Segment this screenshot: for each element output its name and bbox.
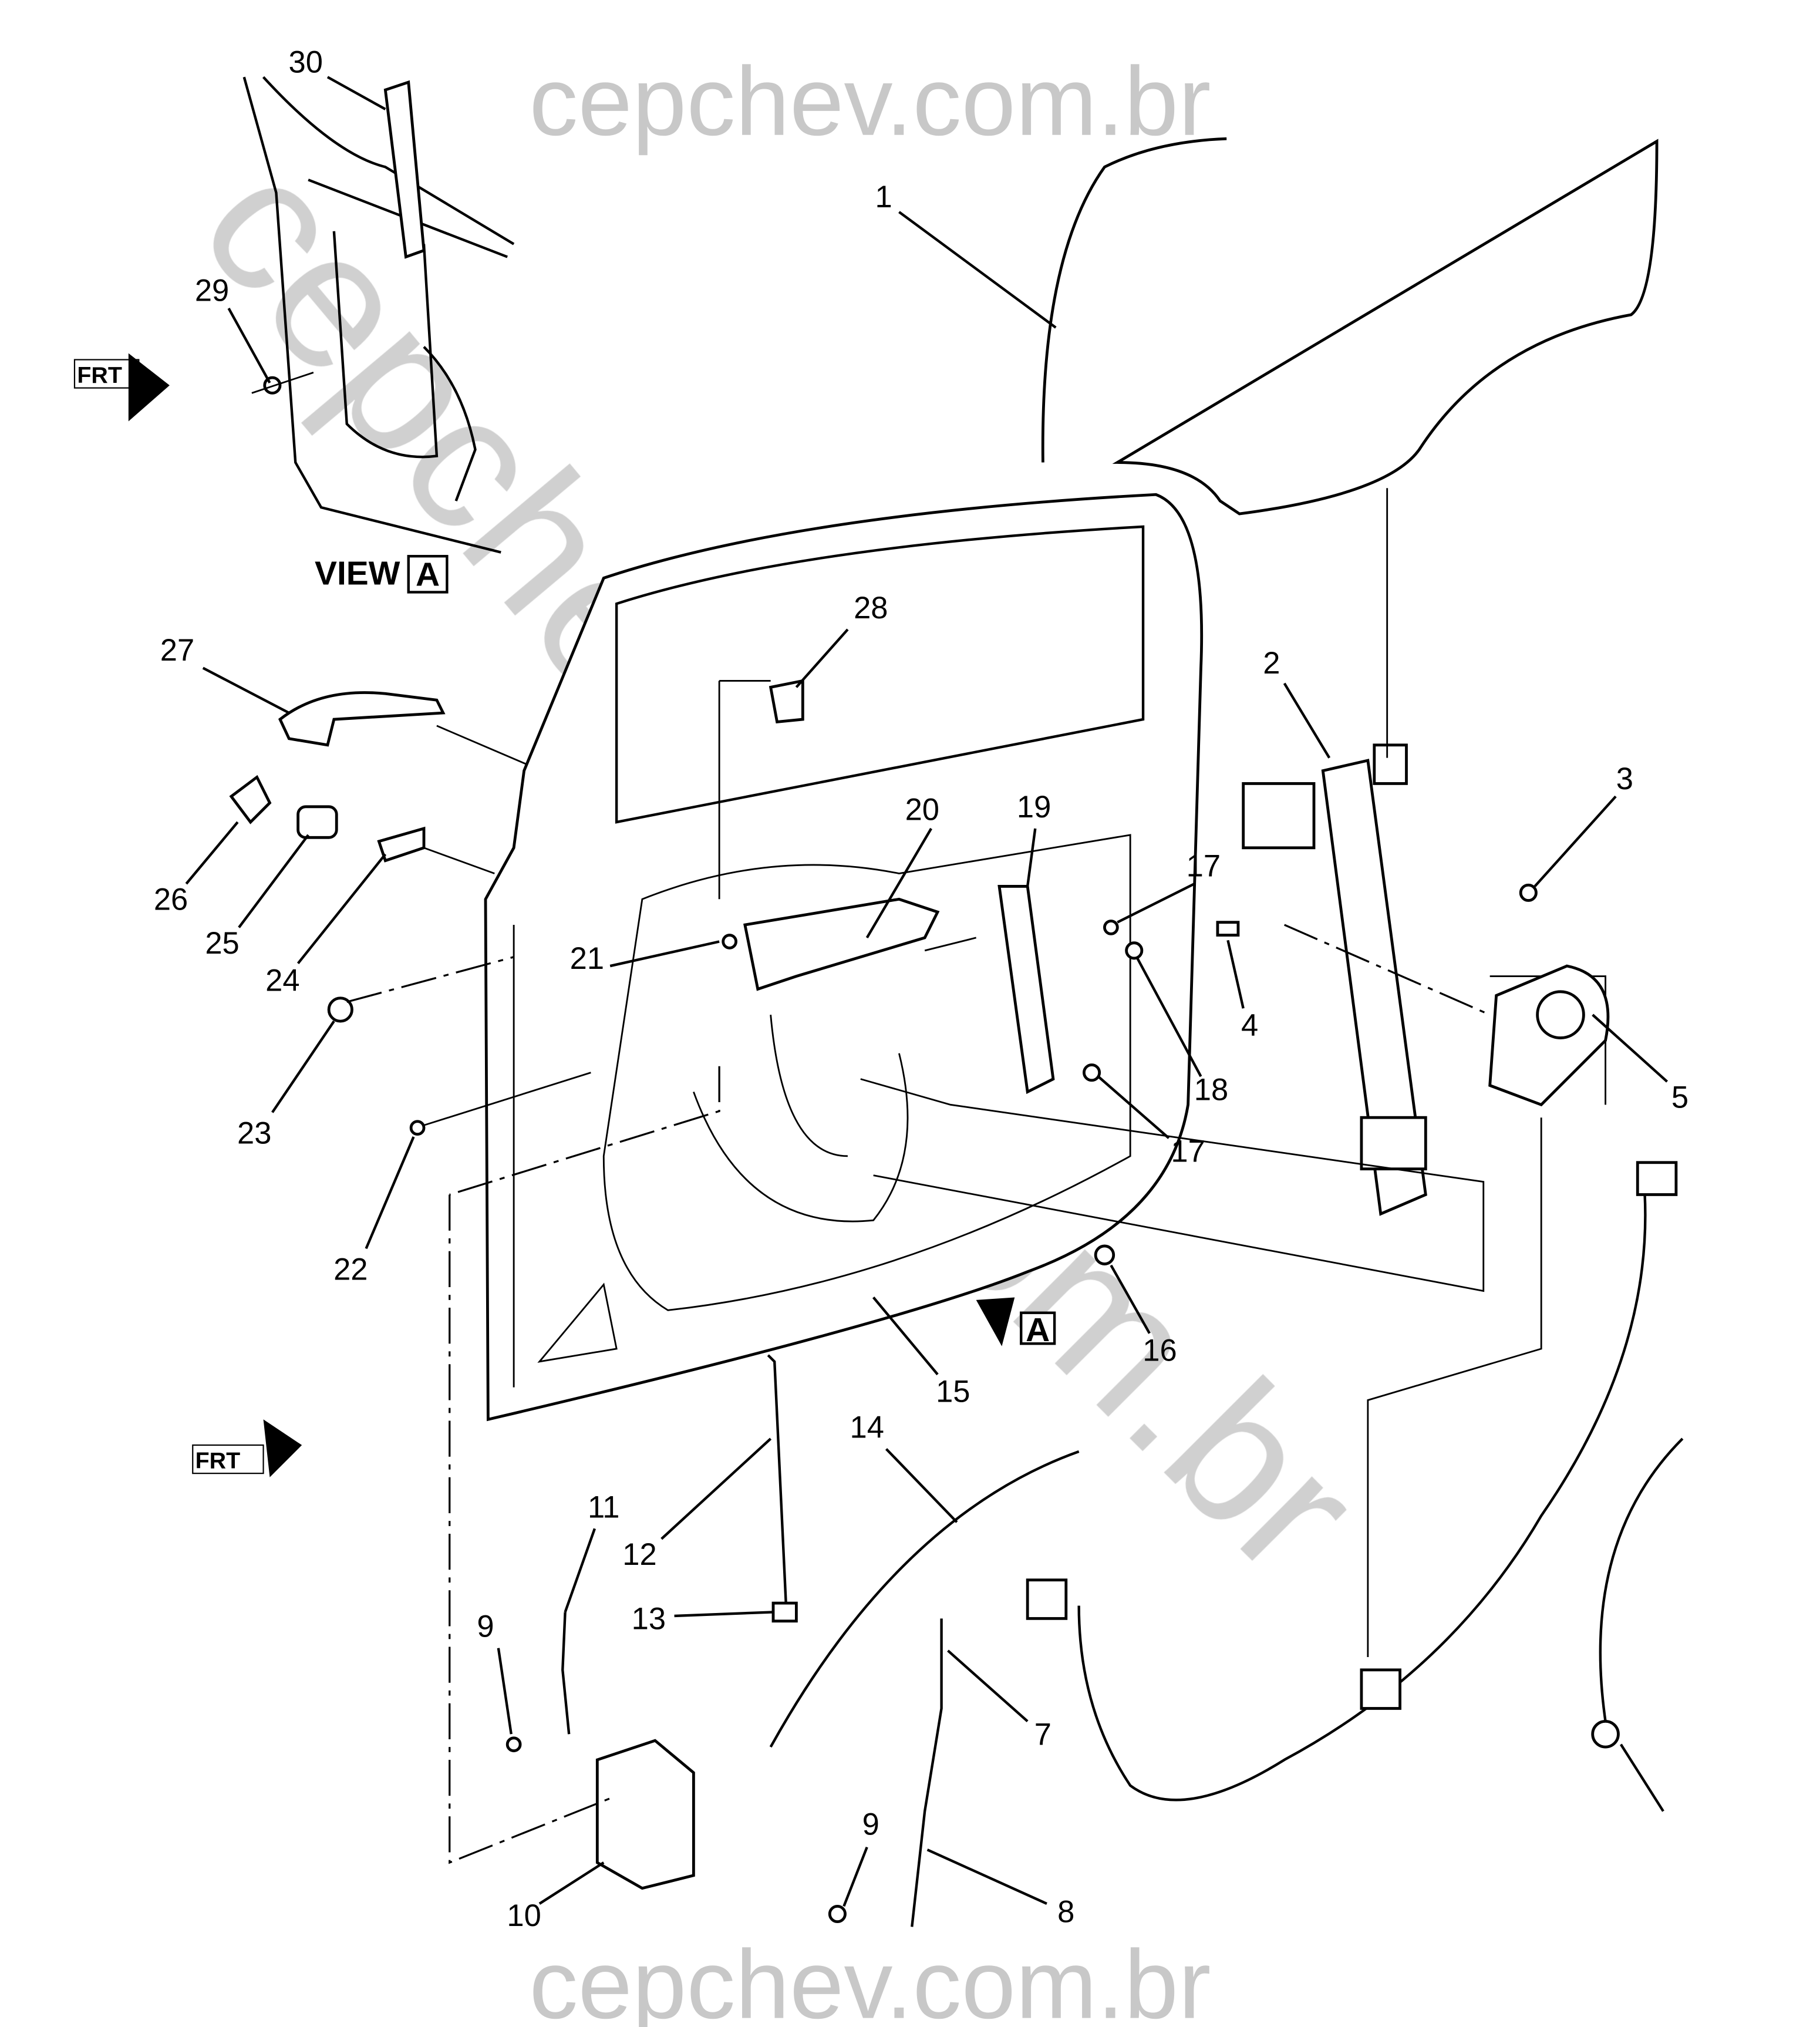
callout-23: 23 <box>237 1116 271 1151</box>
part-19-guide-channel <box>997 885 1055 1095</box>
callout-20: 20 <box>905 792 939 827</box>
part-23-plug <box>327 996 353 1023</box>
part-9-clip-lower <box>828 1904 847 1924</box>
frt-label: FRT <box>77 362 122 388</box>
callout-2: 2 <box>1263 646 1280 681</box>
part-4-bolt <box>1216 921 1240 937</box>
part-1-window-glass <box>1041 137 1659 516</box>
callout-4: 4 <box>1241 1008 1258 1043</box>
part-3-bolt <box>1519 883 1538 902</box>
frt-label: FRT <box>196 1447 241 1473</box>
callout-15: 15 <box>936 1374 970 1409</box>
part-27-outside-handle <box>278 691 446 747</box>
callout-8: 8 <box>1057 1894 1074 1929</box>
callout-19: 19 <box>1017 790 1051 824</box>
front-direction-indicator-top: FRT <box>73 353 170 422</box>
front-direction-indicator-bottom: FRT <box>192 1419 302 1477</box>
callout-1: 1 <box>875 180 892 214</box>
part-22-bolt <box>409 1120 426 1136</box>
view-a-arrow <box>976 1297 1015 1346</box>
callout-3: 3 <box>1616 762 1633 796</box>
callout-14: 14 <box>850 1410 884 1445</box>
part-18-bolt <box>1125 941 1144 960</box>
part-25-lock-cylinder <box>296 805 338 839</box>
callout-25: 25 <box>205 926 239 961</box>
part-26-cap <box>229 775 272 824</box>
callout-21: 21 <box>570 941 604 976</box>
part-2-window-regulator <box>1321 759 1427 1216</box>
harness-connector <box>1636 1161 1678 1196</box>
callout-9-upper: 9 <box>477 1610 494 1644</box>
callout-18: 18 <box>1194 1072 1228 1107</box>
part-30-seal <box>383 80 426 259</box>
part-6-wiring-harness <box>1077 1181 1647 1802</box>
callout-27: 27 <box>160 633 194 668</box>
callout-17-upper: 17 <box>1187 849 1221 884</box>
assembly-lines <box>423 488 1542 1657</box>
callout-5: 5 <box>1671 1080 1688 1114</box>
view-a-inset <box>242 76 515 554</box>
callout-17-lower: 17 <box>1171 1134 1205 1169</box>
callout-9-lower: 9 <box>862 1807 879 1842</box>
view-letter-box <box>407 555 449 594</box>
callout-13: 13 <box>632 1602 666 1637</box>
part-21-nut <box>722 934 737 949</box>
part-17-bolt-upper <box>1103 920 1119 935</box>
view-letter: A <box>416 557 440 594</box>
callout-28: 28 <box>854 591 888 625</box>
part-7-8-rod <box>911 1618 943 1927</box>
view-a-arrow-letter: A <box>1026 1312 1050 1349</box>
watermark-bottom: cepchev.com.br <box>529 1930 1211 2027</box>
part-16-nut <box>1094 1244 1115 1265</box>
watermark-top: cepchev.com.br <box>529 47 1211 156</box>
part-14-cable <box>769 1450 1080 1748</box>
part-20-inside-handle-bracket <box>743 897 940 991</box>
callout-29: 29 <box>195 274 229 308</box>
regulator-bracket <box>1242 782 1316 850</box>
part-17-bolt-lower <box>1083 1063 1101 1082</box>
part-10-door-latch <box>595 1739 695 1890</box>
part-9-clip <box>505 1736 522 1753</box>
part-11-rod <box>561 1612 571 1735</box>
callout-11: 11 <box>588 1490 620 1524</box>
callout-30: 30 <box>289 45 323 79</box>
callout-7: 7 <box>1034 1717 1051 1752</box>
callout-10: 10 <box>507 1898 541 1933</box>
callout-labels: 30 29 1 28 27 2 3 20 19 17 26 25 24 21 4… <box>154 45 1688 1933</box>
part-13-clip <box>771 1601 798 1623</box>
leader-lines <box>185 76 1669 1907</box>
part-12-rod <box>767 1354 788 1606</box>
callout-26: 26 <box>154 883 188 917</box>
view-label: VIEW <box>315 555 400 592</box>
callout-12: 12 <box>622 1537 656 1572</box>
callout-16: 16 <box>1142 1333 1177 1368</box>
part-28-plug <box>769 679 804 724</box>
callout-24: 24 <box>265 963 299 998</box>
callout-22: 22 <box>333 1252 368 1287</box>
